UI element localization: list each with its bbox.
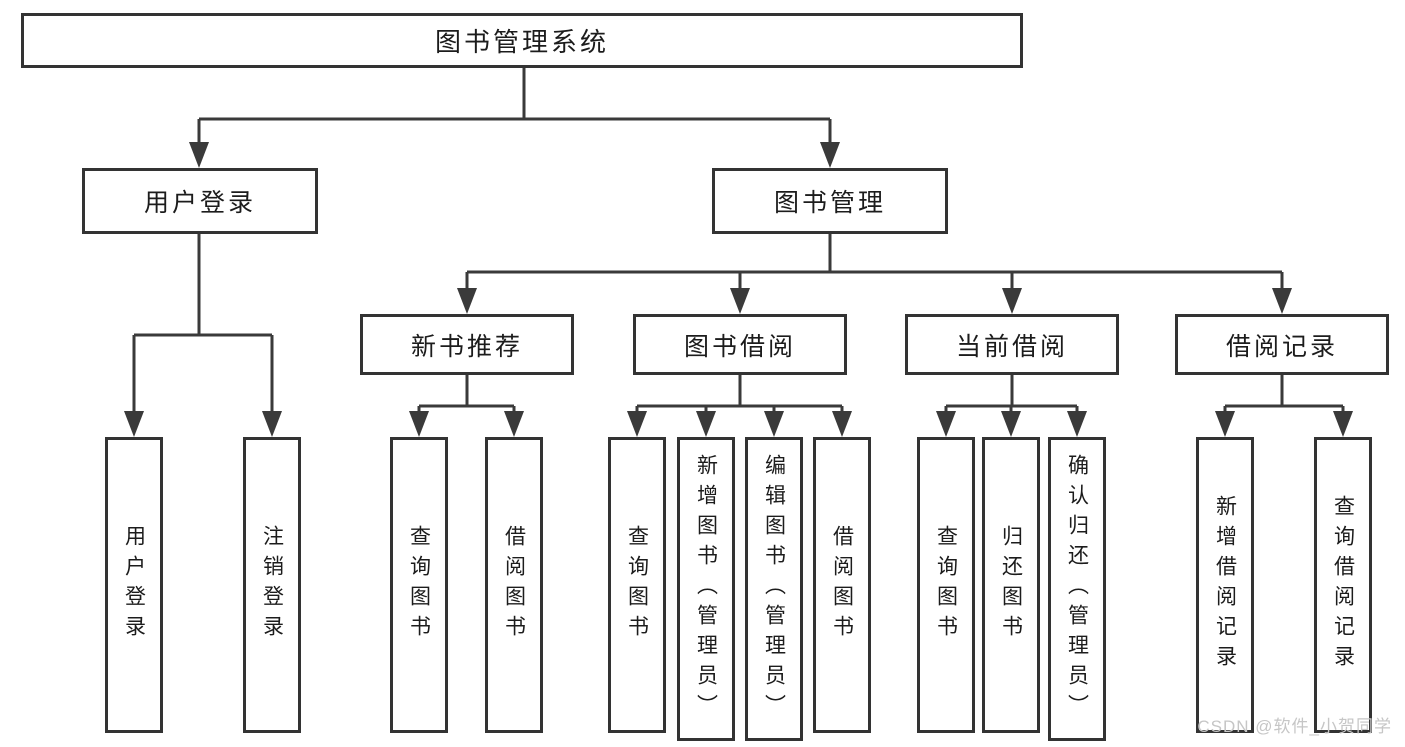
node-label: 图书管理 [773,189,886,217]
node-leaf-query-books-bor: 查询图书 [608,437,666,733]
node-leaf-confirm-return: 确认归还（管理员） [1048,437,1106,741]
node-label: 编辑图书（管理员） [762,454,786,724]
node-user-login: 用户登录 [82,168,318,234]
node-label: 归还图书 [999,525,1023,645]
node-leaf-borrow-books: 借阅图书 [813,437,871,733]
node-label: 借阅图书 [830,525,854,645]
node-label: 查询图书 [407,525,431,645]
node-leaf-user-login: 用户登录 [105,437,163,733]
node-leaf-query-books-cur: 查询图书 [917,437,975,733]
csdn-watermark: CSDN @软件_小贺同学 [1197,717,1392,736]
node-label: 图书管理系统 [434,27,609,57]
node-label: 新增借阅记录 [1213,495,1237,675]
node-system-root: 图书管理系统 [21,13,1023,68]
node-label: 新书推荐 [410,332,523,361]
node-label: 查询图书 [934,525,958,645]
node-new-book-recommend: 新书推荐 [360,314,574,375]
node-leaf-edit-books-admin: 编辑图书（管理员） [745,437,803,741]
node-label: 查询借阅记录 [1331,495,1355,675]
node-borrow-records: 借阅记录 [1175,314,1389,375]
node-label: 新增图书（管理员） [694,454,718,724]
node-leaf-add-books-admin: 新增图书（管理员） [677,437,735,741]
node-label: 确认归还（管理员） [1065,454,1089,724]
node-label: 借阅记录 [1225,332,1338,361]
node-label: 图书借阅 [683,332,796,361]
node-leaf-query-borrow-rec: 查询借阅记录 [1314,437,1372,733]
node-leaf-logout: 注销登录 [243,437,301,733]
node-label: 用户登录 [122,525,146,645]
node-leaf-add-borrow-rec: 新增借阅记录 [1196,437,1254,733]
node-label: 当前借阅 [955,332,1068,361]
node-leaf-return-books: 归还图书 [982,437,1040,733]
node-label: 注销登录 [260,525,284,645]
node-book-borrow: 图书借阅 [633,314,847,375]
node-leaf-borrow-books-rec: 借阅图书 [485,437,543,733]
node-label: 用户登录 [143,189,256,217]
node-label: 借阅图书 [502,525,526,645]
node-label: 查询图书 [625,525,649,645]
node-book-management: 图书管理 [712,168,948,234]
node-current-borrow: 当前借阅 [905,314,1119,375]
node-leaf-query-books-rec: 查询图书 [390,437,448,733]
